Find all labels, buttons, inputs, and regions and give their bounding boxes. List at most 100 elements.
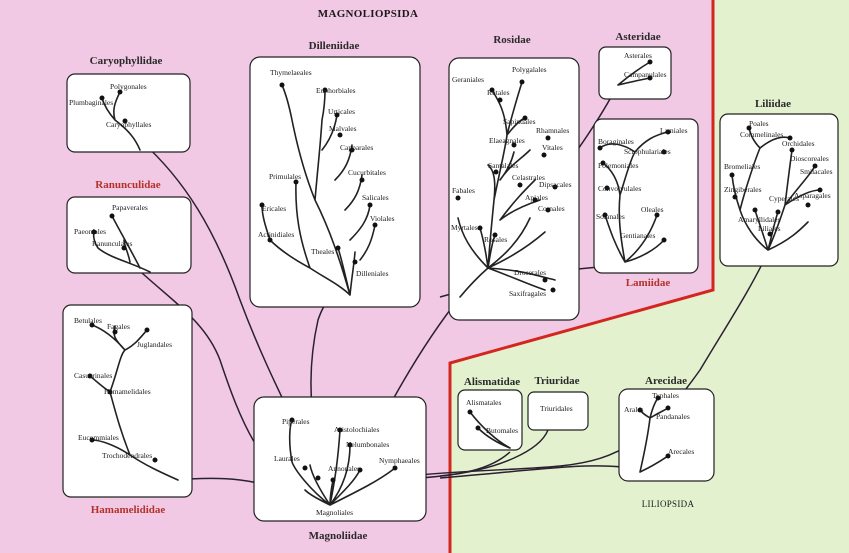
order-label: Violales xyxy=(370,214,395,223)
order-label: Rutales xyxy=(487,88,510,97)
liliidae-group: Liliidae Poales Commelinales Orchidales … xyxy=(719,98,839,267)
order-label: Ericales xyxy=(262,204,286,213)
ranunculidae-box xyxy=(66,196,192,274)
order-label: Smilacales xyxy=(800,167,833,176)
order-label: Polemoniales xyxy=(598,161,638,170)
order-label: Salicales xyxy=(362,193,389,202)
order-label: Santalales xyxy=(488,161,518,170)
order-label: Orchidales xyxy=(782,139,815,148)
order-label: Urticales xyxy=(328,107,355,116)
order-label: Rhamnales xyxy=(536,126,569,135)
order-label: Arales xyxy=(624,405,644,414)
magnoliidae-title: Magnoliidae xyxy=(309,530,368,542)
ranunculidae-group: Ranunculidae Papaverales Paeoniales Ranu… xyxy=(66,179,192,274)
order-label: Pandanales xyxy=(656,412,690,421)
order-label: Theales xyxy=(311,247,334,256)
order-label: Primulales xyxy=(269,172,301,181)
order-label: Myrtales xyxy=(451,223,478,232)
magnoliopsida-title: MAGNOLIOPSIDA xyxy=(318,8,418,20)
class-divider-line xyxy=(448,0,715,553)
caryophyllidae-group: Caryophyllidae Polygonales Plumbaginales… xyxy=(66,55,191,153)
ranunculidae-title: Ranunculidae xyxy=(95,179,161,191)
order-label: Amaryllidales xyxy=(738,215,781,224)
liliidae-box xyxy=(719,113,839,267)
order-label: Bromeliales xyxy=(724,162,760,171)
order-label: Nymphaeales xyxy=(379,456,420,465)
order-label: Annonales xyxy=(328,464,360,473)
order-label: Trochodendrales xyxy=(102,451,152,460)
order-label: Ranunculales xyxy=(92,239,132,248)
order-label: Zingiberales xyxy=(724,185,762,194)
order-label: Elaeagnales xyxy=(489,136,525,145)
order-label: Dipsacales xyxy=(539,180,572,189)
lamiidae-title: Lamiidae xyxy=(626,277,671,289)
order-label: Saxifragales xyxy=(509,289,546,298)
order-label: Dioscoreales xyxy=(790,154,829,163)
order-label: Commelinales xyxy=(740,130,783,139)
order-label: Solanales xyxy=(596,212,625,221)
hamamelididae-group: Hamamelididae Betulales Fagales Juglanda… xyxy=(62,304,193,516)
alismatidae-title: Alismatidae xyxy=(464,376,520,388)
order-label: Alismatales xyxy=(466,398,501,407)
order-label: Apiales xyxy=(525,193,548,202)
order-label: Nelumbonales xyxy=(346,440,389,449)
asteridae-group: Asteridae Asterales Campanulales xyxy=(598,31,672,100)
order-label: Asterales xyxy=(624,51,652,60)
dilleniidae-group: Dilleniidae Thymelaeales Euphorbiales Ur… xyxy=(249,40,421,308)
order-label: Celastrales xyxy=(512,173,545,182)
arecidae-group: Arecidae Typhales Arales Pandanales Arec… xyxy=(618,375,715,482)
order-label: Boraginales xyxy=(598,137,634,146)
arecidae-title: Arecidae xyxy=(645,375,687,387)
order-label: Cornales xyxy=(538,204,565,213)
rosidae-box xyxy=(448,57,580,321)
order-label: Fagales xyxy=(107,322,130,331)
order-label: Liliales xyxy=(758,224,781,233)
rosidae-group: Rosidae Geraniales Polygalales Rutales S… xyxy=(448,34,580,321)
order-label: Butomales xyxy=(486,426,518,435)
caryophyllidae-title: Caryophyllidae xyxy=(90,55,163,67)
order-label: Geraniales xyxy=(452,75,484,84)
liliopsida-title: LILIOPSIDA xyxy=(642,499,695,509)
order-label: Magnoliales xyxy=(316,508,353,517)
order-label: Poales xyxy=(749,119,769,128)
alismatidae-box xyxy=(457,389,523,451)
caryophyllidae-box xyxy=(66,73,191,153)
triuridae-box xyxy=(527,391,589,431)
triuridae-group: Triuridae Triuridales xyxy=(527,375,589,431)
order-label: Asparagales xyxy=(794,191,831,200)
order-label: Eucommiales xyxy=(78,433,119,442)
order-label: Scrophulariales xyxy=(624,147,671,156)
order-label: Campanulales xyxy=(624,70,667,79)
order-label: Sapindales xyxy=(503,117,536,126)
order-label: Convolvulales xyxy=(598,184,641,193)
order-label: Rosales xyxy=(484,235,507,244)
order-label: Gentianales xyxy=(620,231,655,240)
order-label: Arecales xyxy=(668,447,694,456)
magnoliidae-box xyxy=(253,396,427,522)
order-label: Aristolochiales xyxy=(334,425,379,434)
order-label: Casuarinales xyxy=(74,371,112,380)
order-label: Droserales xyxy=(514,268,546,277)
alismatidae-group: Alismatidae Alismatales Butomales xyxy=(457,376,523,451)
order-label: Laurales xyxy=(274,454,300,463)
liliidae-title: Liliidae xyxy=(755,98,791,110)
asteridae-title: Asteridae xyxy=(615,31,660,43)
asteridae-box xyxy=(598,46,672,100)
order-label: Polygonales xyxy=(110,82,147,91)
order-label: Thymelaeales xyxy=(270,68,312,77)
order-label: Vitales xyxy=(542,143,563,152)
order-label: Dilleniales xyxy=(356,269,389,278)
triuridae-title: Triuridae xyxy=(534,375,579,387)
order-label: Typhales xyxy=(652,391,679,400)
order-label: Triuridales xyxy=(540,404,573,413)
order-label: Cyperales xyxy=(769,194,799,203)
hamamelididae-title: Hamamelididae xyxy=(91,504,166,516)
order-label: Actinidiales xyxy=(258,230,294,239)
order-label: Capparales xyxy=(340,143,373,152)
order-label: Juglandales xyxy=(137,340,172,349)
order-label: Malvales xyxy=(329,124,357,133)
order-label: Betulales xyxy=(74,316,102,325)
order-label: Euphorbiales xyxy=(316,86,356,95)
